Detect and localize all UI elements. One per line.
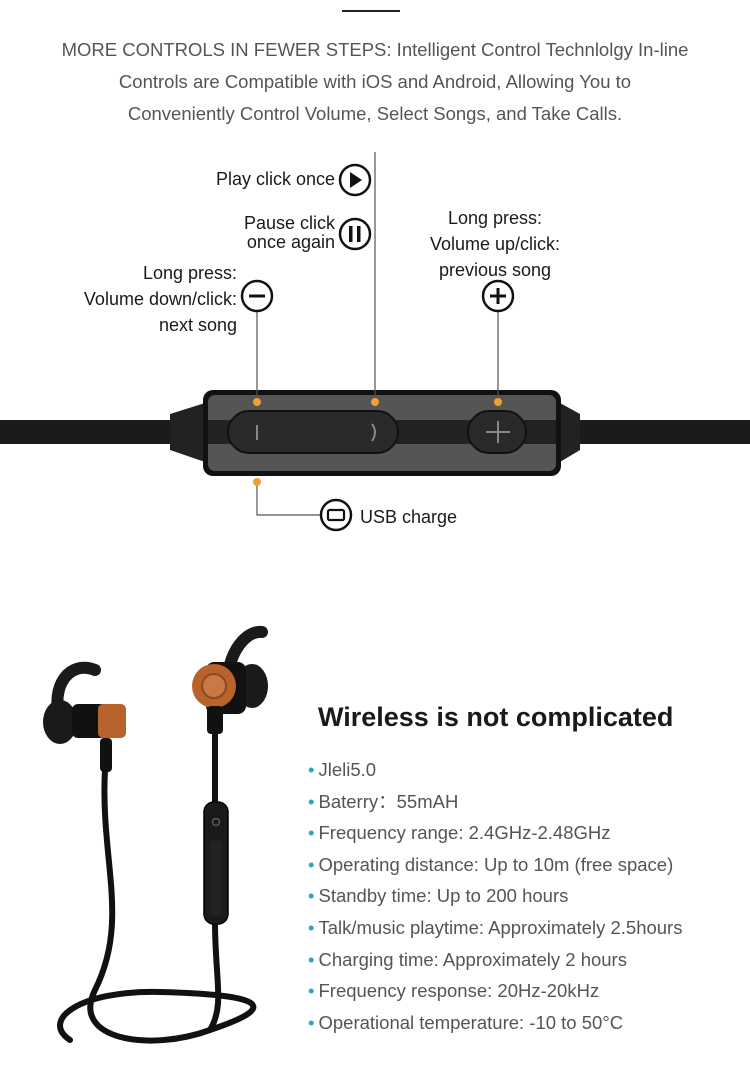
volume-down-play-button[interactable]: [227, 410, 399, 454]
usb-label: USB charge: [360, 507, 458, 527]
usb-port-icon: [319, 498, 353, 532]
usb-leader-line: [256, 482, 320, 516]
intro-line-1: MORE CONTROLS IN FEWER STEPS: Intelligen…: [61, 39, 689, 60]
plus-label-line-3: previous song: [438, 260, 552, 280]
specs-list: •Jleli5.0 •Baterry：55mAH •Frequency rang…: [308, 757, 682, 1041]
spec-text: Frequency range: 2.4GHz-2.48GHz: [318, 822, 611, 844]
play-mark: [371, 423, 376, 442]
left-eartip: [43, 700, 77, 744]
minus-point-dot: [253, 398, 261, 406]
remote-control-diagram: [0, 152, 750, 532]
bullet-icon: •: [308, 759, 315, 780]
right-cable-lower: [207, 921, 222, 1032]
right-earbud-stem: [207, 706, 223, 734]
specs-title: Wireless is not complicated: [318, 702, 674, 732]
list-item: •Frequency response: 20Hz-20kHz: [308, 978, 682, 1010]
remote-button-mark: [211, 817, 221, 827]
intro-line-2: Controls are Compatible with iOS and And…: [118, 71, 632, 92]
list-item: •Talk/music playtime: Approximately 2.5h…: [308, 915, 682, 947]
usb-point-dot: [253, 478, 261, 486]
spec-text: Operating distance: Up to 10m (free spac…: [318, 853, 674, 875]
plus-label: Long press: Volume up/click: previous so…: [405, 205, 585, 283]
list-item: •Operating distance: Up to 10m (free spa…: [308, 852, 682, 884]
right-earbud-center: [201, 673, 227, 699]
minus-label-line-1: Long press:: [142, 263, 237, 283]
bullet-icon: •: [308, 853, 315, 875]
list-item: •Frequency range: 2.4GHz-2.48GHz: [308, 820, 682, 852]
cable-joint-left: [170, 403, 205, 462]
pause-label-line-2: once again: [246, 232, 335, 252]
minus-label-line-2: Volume down/click:: [83, 289, 237, 309]
plus-point-dot: [494, 398, 502, 406]
earphones-image: [43, 625, 268, 1044]
top-divider: [342, 10, 400, 12]
bullet-icon: •: [308, 1011, 315, 1033]
spec-text: Jleli5.0: [318, 759, 377, 780]
neckband-cable: [57, 767, 257, 1044]
list-item: •Jleli5.0: [308, 757, 682, 789]
pause-label-line-1: Pause click: [243, 213, 335, 233]
left-earbud-cap: [98, 704, 126, 738]
minus-label-line-3: next song: [158, 315, 237, 335]
intro-line-3: Conveniently Control Volume, Select Song…: [127, 103, 623, 124]
bullet-icon: •: [308, 948, 315, 970]
cable-right: [560, 420, 750, 444]
cable-joint-right: [560, 403, 580, 462]
play-label: Play click once: [215, 169, 335, 189]
pause-label: Pause click once again: [150, 214, 335, 252]
bullet-icon: •: [308, 822, 315, 844]
bullet-icon: •: [308, 885, 315, 907]
spec-text: Standby time: Up to 200 hours: [318, 885, 569, 907]
bullet-icon: •: [308, 790, 315, 812]
list-item: •Standby time: Up to 200 hours: [308, 883, 682, 915]
spec-text: Baterry：55mAH: [318, 790, 459, 812]
spec-text: Operational temperature: -10 to 50°C: [318, 1011, 624, 1033]
spec-text: Talk/music playtime: Approximately 2.5ho…: [318, 916, 683, 938]
list-item: •Operational temperature: -10 to 50°C: [308, 1010, 682, 1042]
bullet-icon: •: [308, 916, 315, 938]
cable-left: [0, 420, 190, 444]
spec-text: Charging time: Approximately 2 hours: [318, 948, 627, 970]
plus-label-line-2: Volume up/click:: [429, 234, 561, 254]
play-point-dot: [371, 398, 379, 406]
list-item: •Charging time: Approximately 2 hours: [308, 947, 682, 979]
pause-icon: [338, 217, 372, 251]
minus-label: Long press: Volume down/click: next song: [20, 260, 237, 338]
plus-icon: [481, 279, 515, 313]
play-icon: [338, 163, 372, 197]
intro-text: MORE CONTROLS IN FEWER STEPS: Intelligen…: [20, 34, 730, 130]
plus-label-line-1: Long press:: [447, 208, 543, 228]
minus-icon: [240, 279, 274, 313]
spec-text: Frequency response: 20Hz-20kHz: [318, 980, 600, 1002]
left-earbud-stem: [100, 738, 112, 772]
list-item: •Baterry：55mAH: [308, 789, 682, 821]
bullet-icon: •: [308, 980, 315, 1002]
remote-slot: [210, 840, 222, 916]
